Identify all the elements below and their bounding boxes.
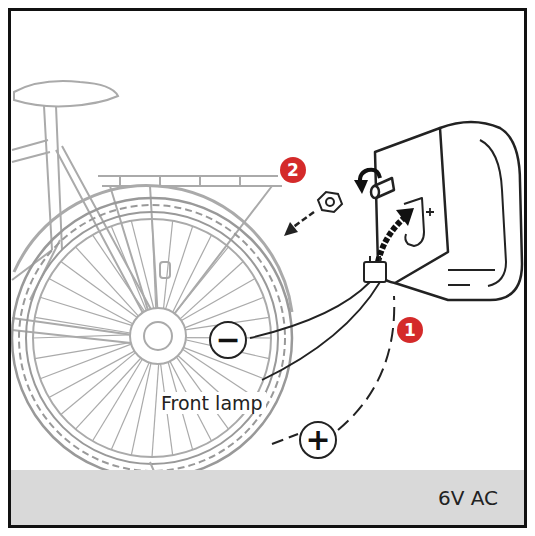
stud-end — [371, 186, 379, 198]
minus-terminal-circle: − — [209, 321, 247, 359]
lamp-base — [448, 270, 495, 285]
terminal-plus-mark — [426, 208, 434, 216]
remove-arrow-head — [284, 222, 298, 236]
plus-wire-dashed — [338, 296, 394, 430]
spoke — [35, 340, 145, 359]
plus-wire-dashed-left — [272, 434, 298, 444]
voltage-band: 6V AC — [11, 470, 524, 525]
insert-arrow-head — [396, 208, 414, 226]
spokes — [33, 219, 271, 457]
nut-hex — [318, 192, 342, 212]
insert-arrow — [378, 218, 404, 262]
tire-tread — [19, 205, 285, 471]
hub — [144, 322, 172, 350]
frame-border — [10, 10, 526, 527]
bicycle — [12, 81, 292, 478]
remove-arrow — [292, 212, 314, 228]
voltage-text: 6V AC — [438, 486, 498, 510]
connector-pins — [370, 256, 380, 262]
front-lamp-wire — [262, 282, 380, 380]
spoke — [162, 221, 173, 323]
connector-body — [364, 262, 386, 282]
polarity-sign: + — [305, 425, 330, 455]
polarity-sign: − — [215, 325, 240, 355]
spoke — [152, 219, 156, 322]
lamp-front-face — [375, 128, 448, 283]
spoke — [49, 279, 145, 331]
gear — [130, 308, 186, 364]
lamp-lens-edge — [480, 140, 506, 286]
spoke — [131, 221, 157, 322]
saddle — [14, 81, 118, 106]
spoke — [61, 262, 149, 326]
ground-wire — [250, 282, 370, 338]
wire-connector — [364, 256, 386, 282]
spoke — [93, 235, 153, 323]
callout-number: 1 — [397, 317, 423, 343]
part-label: Front lamp — [158, 392, 266, 414]
plus-terminal-circle: + — [299, 421, 337, 459]
spoke — [33, 334, 144, 338]
nut — [318, 192, 342, 212]
nut-hole — [326, 198, 334, 206]
spoke — [40, 339, 144, 379]
spoke — [76, 348, 151, 429]
tire-inner — [26, 212, 278, 464]
rotate-arrow-head — [354, 180, 368, 194]
seat-post — [44, 106, 62, 250]
callout-number: 2 — [280, 157, 306, 183]
rim — [33, 219, 271, 457]
seat-stay — [56, 146, 160, 330]
spoke — [35, 317, 144, 335]
rear-lamp — [371, 122, 522, 300]
spoke — [161, 226, 193, 322]
spoke — [93, 347, 150, 441]
spoke — [49, 344, 147, 397]
